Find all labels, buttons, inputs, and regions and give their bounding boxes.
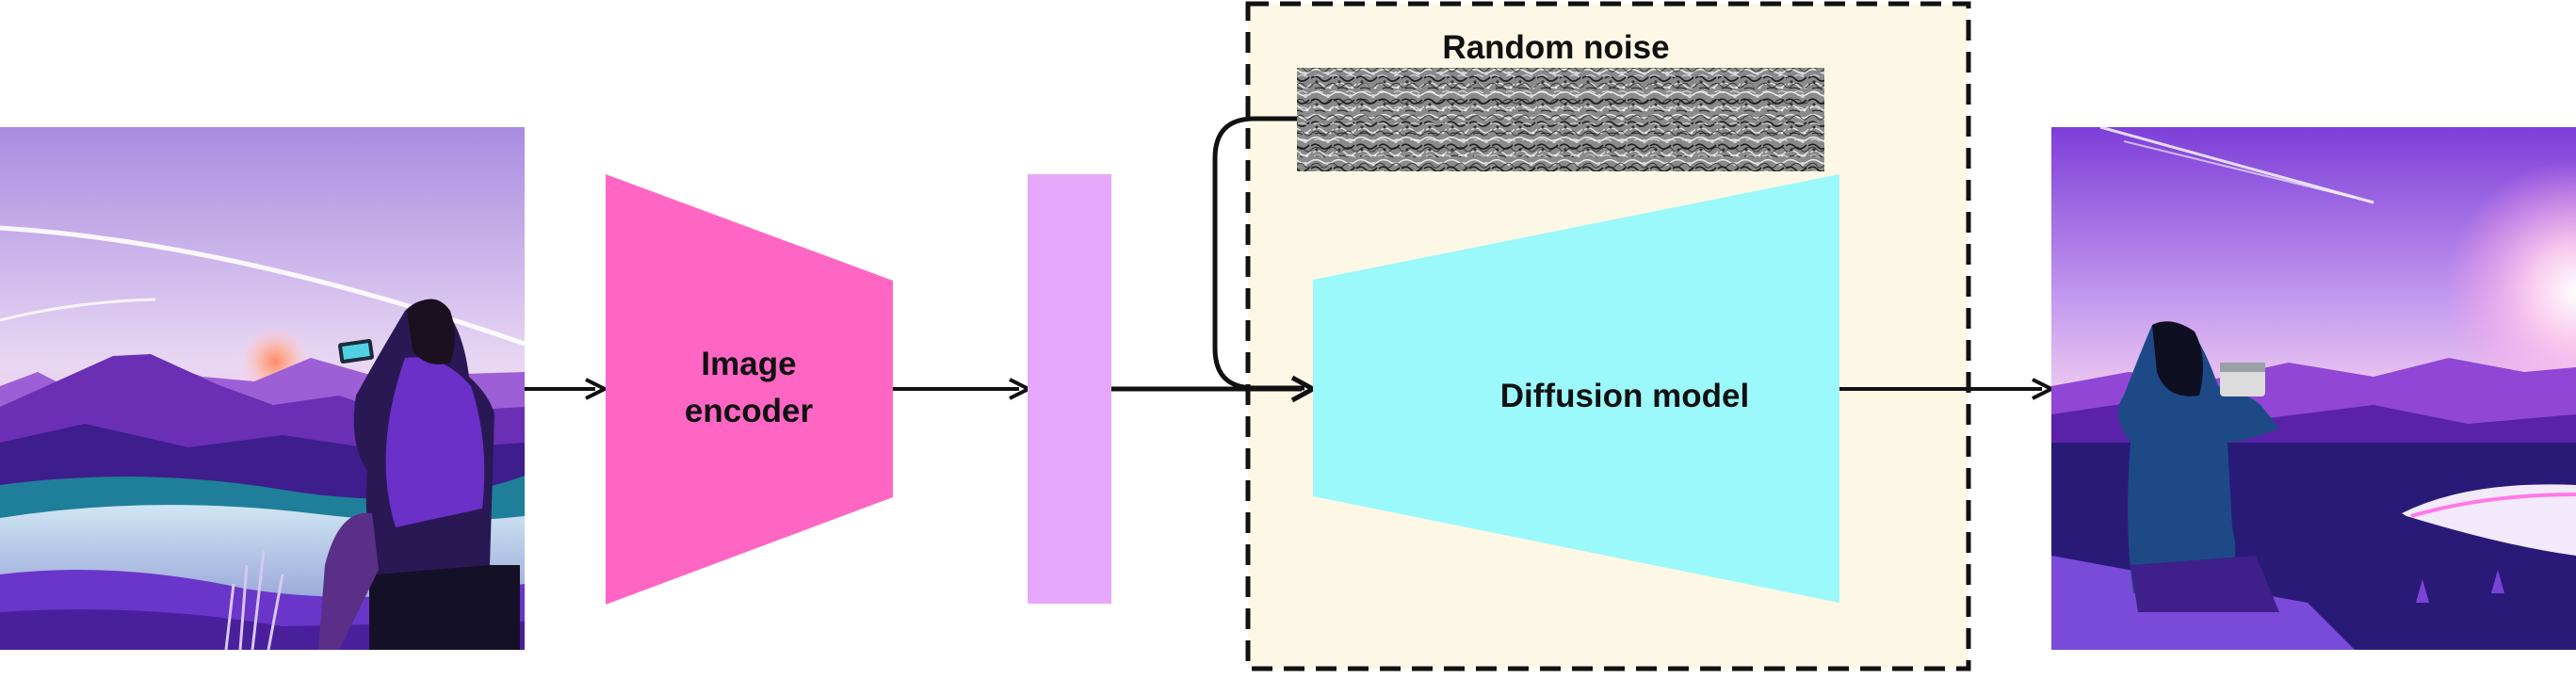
image-encoder-label-line2: encoder — [685, 393, 814, 429]
random-noise-label: Random noise — [1442, 29, 1669, 66]
random-noise-block: Random noise — [1297, 29, 1824, 171]
diffusion-model-label: Diffusion model — [1500, 378, 1749, 414]
image-encoder-block: Image encoder — [606, 174, 893, 605]
input-image — [0, 127, 526, 651]
arrow-noise-to-diffusion — [1212, 116, 1304, 391]
image-encoder-label-line1: Image — [701, 346, 796, 382]
image-encoder-trapezoid — [606, 174, 893, 605]
output-image — [2051, 125, 2576, 650]
diffusion-model-block: Diffusion model — [1313, 174, 1839, 603]
arrow-encoder-to-embedding — [893, 378, 1033, 400]
image-embedding-bar — [1028, 174, 1111, 604]
diffusion-model-trapezoid — [1313, 174, 1839, 603]
arrow-input-to-encoder — [525, 378, 609, 400]
